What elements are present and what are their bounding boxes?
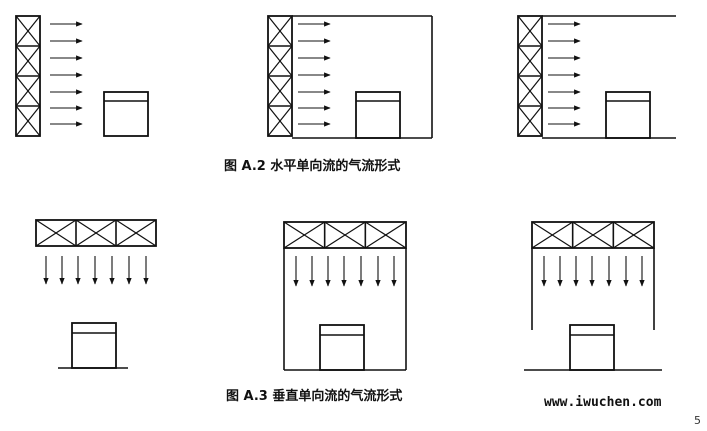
filter-cross-line [517, 105, 543, 137]
equipment-box [605, 91, 651, 139]
filter-bank [531, 221, 655, 249]
filter-cross-line [365, 221, 407, 249]
filter-cross-line [572, 221, 614, 249]
figure-a2-caption: 图 A.2 水平单向流的气流形式 [224, 159, 401, 174]
filter-bank [283, 221, 407, 249]
filter-cross-line [267, 105, 293, 137]
filter-cross-line [517, 15, 543, 47]
filter-cross-line [267, 15, 293, 47]
filter-cross-line [531, 221, 573, 249]
filter-cross-line [15, 15, 41, 47]
filter-cross-line [613, 221, 655, 249]
filter-cross-line [35, 219, 77, 247]
filter-cross-line [15, 45, 41, 77]
filter-cross-line [267, 75, 293, 107]
figure-a3-caption: 图 A.3 垂直单向流的气流形式 [226, 389, 403, 404]
filter-cross-line [517, 75, 543, 107]
filter-cross-line [517, 45, 543, 77]
filter-cross-line [75, 219, 117, 247]
figure-a3-vertical-flow [35, 219, 662, 371]
equipment-box [319, 324, 365, 371]
filter-cross-line [115, 219, 157, 247]
equipment-box [71, 322, 117, 369]
equipment-box [103, 91, 149, 137]
equipment-box [569, 324, 615, 371]
equipment-box [355, 91, 401, 139]
filter-bank [35, 219, 157, 247]
filter-cross-line [15, 105, 41, 137]
filter-cross-line [283, 221, 325, 249]
watermark-text: www.iwuchen.com [544, 395, 662, 410]
filter-cross-line [267, 45, 293, 77]
figure-a2-horizontal-flow [15, 15, 676, 139]
filter-cross-line [15, 75, 41, 107]
filter-cross-line [324, 221, 366, 249]
page-number: 5 [694, 414, 701, 427]
